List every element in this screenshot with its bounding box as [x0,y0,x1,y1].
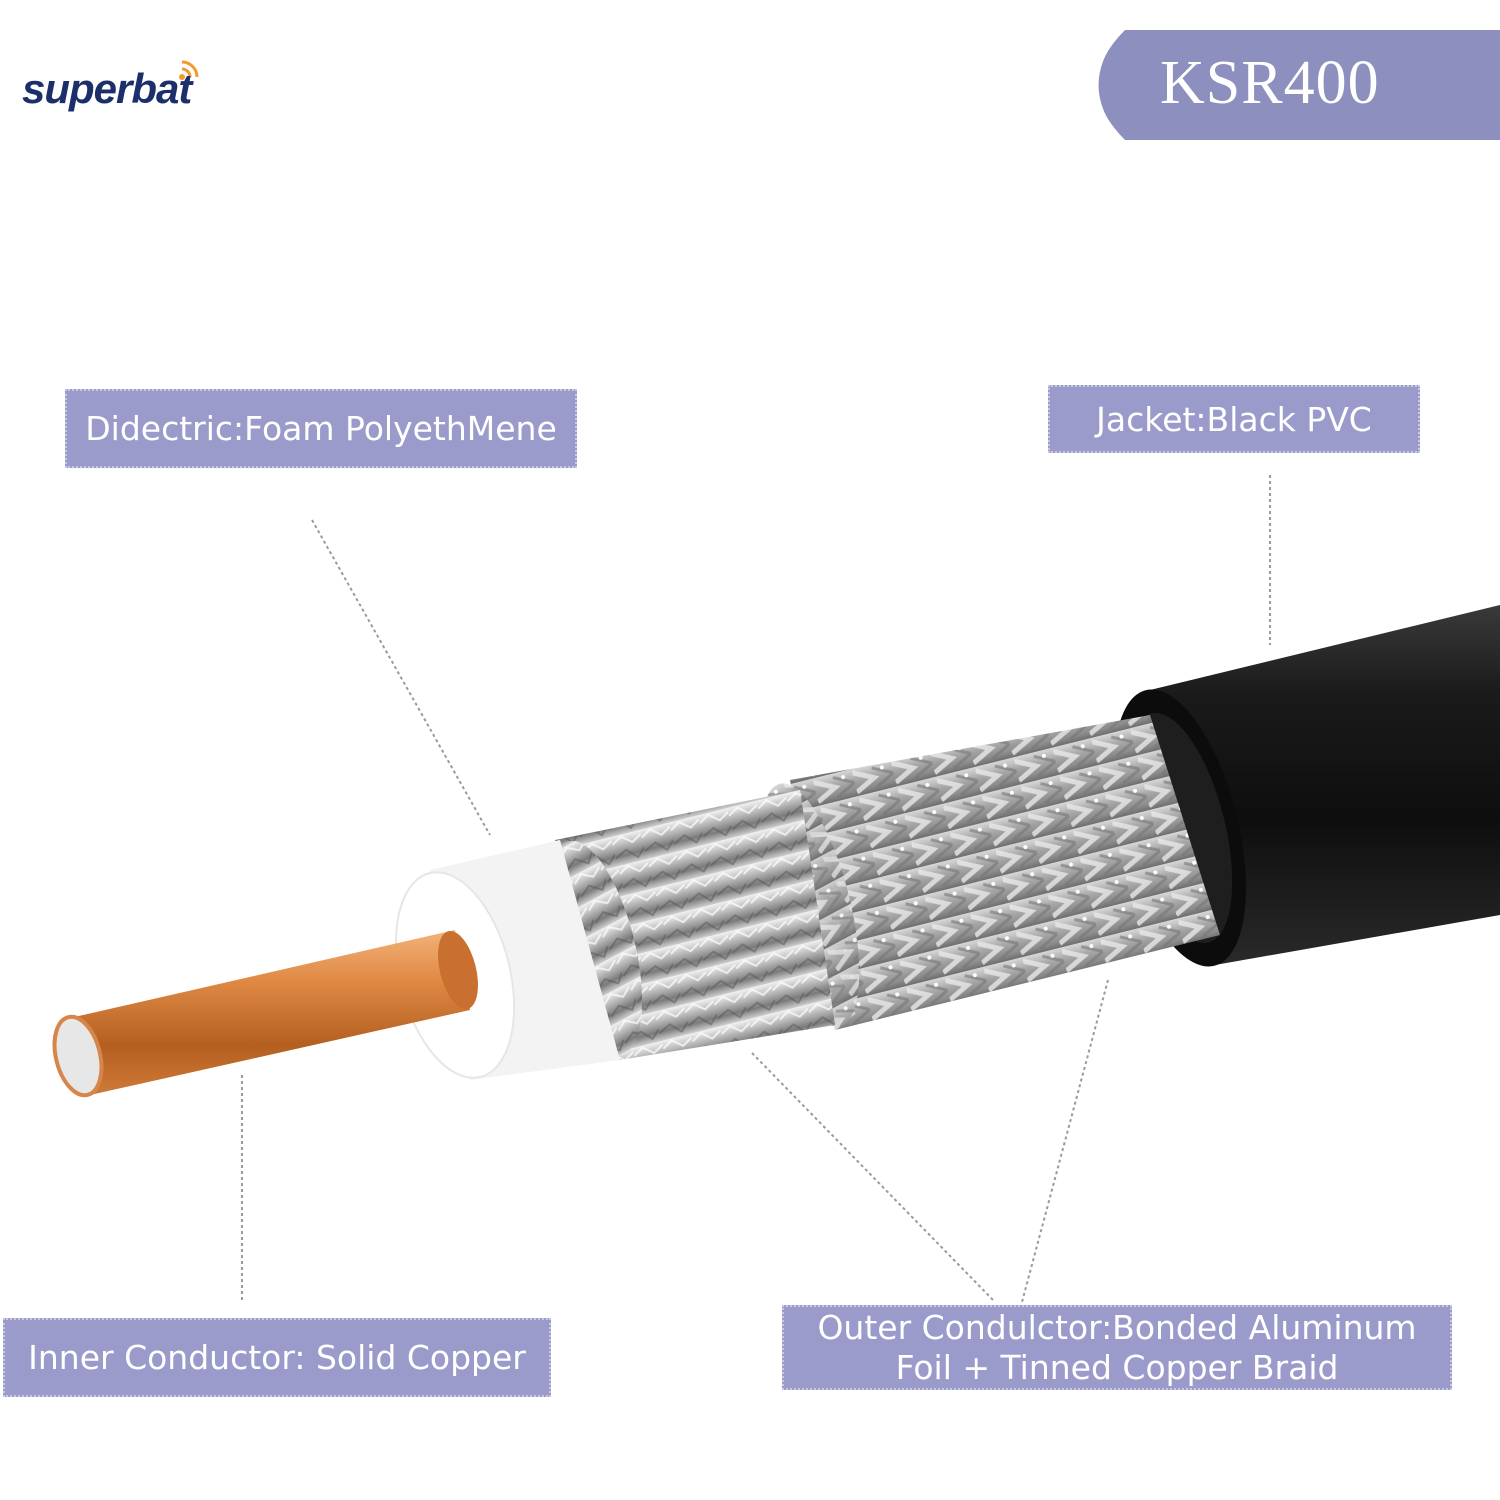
leader-line-outer-foil [751,1052,996,1303]
leader-line-outer-braid [1021,979,1109,1303]
label-dielectric: Didectric:Foam PolyethMene [65,389,577,468]
label-outer-conductor-line2: Foil + Tinned Copper Braid [895,1347,1339,1387]
brand-logo: superbat [22,55,262,125]
copper-conductor [52,930,478,1098]
model-tag: KSR400 [1070,30,1500,140]
leader-line-dielectric [311,519,491,836]
label-inner-conductor: Inner Conductor: Solid Copper [3,1318,551,1397]
leader-lines [241,475,1271,1303]
brand-name: superbat [22,65,192,112]
label-outer-conductor-line1: Outer Condulctor:Bonded Aluminum [817,1307,1417,1347]
model-name: KSR400 [1160,49,1380,117]
signal-icon [179,60,199,80]
label-outer-conductor: Outer Condulctor:Bonded Aluminum Foil + … [782,1305,1452,1390]
label-jacket: Jacket:Black PVC [1048,385,1420,453]
model-tag-shape [1094,30,1500,140]
